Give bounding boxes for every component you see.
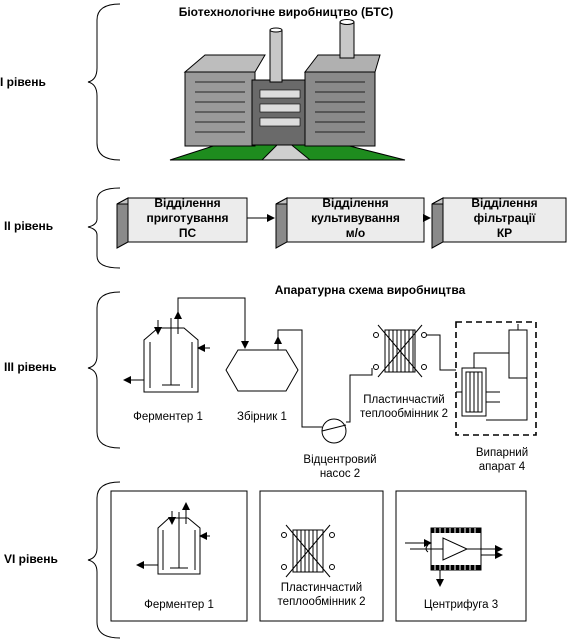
level-braces <box>87 3 121 639</box>
level4-exchanger-line2: теплообмінник 2 <box>277 596 366 608</box>
scheme-exchanger-line1: Пластинчастий <box>363 394 445 406</box>
scheme-pump-label: Відцентровий насос 2 <box>280 453 400 481</box>
scheme-fermenter-label: Ферментер 1 <box>133 411 203 423</box>
department-preparation: Відділення приготування ПС <box>128 196 247 241</box>
plate-heat-exchanger-2-symbol <box>373 324 427 378</box>
department-filtration: Відділення фільтрації КР <box>443 196 566 241</box>
department-preparation-line2: приготування <box>146 211 229 225</box>
scheme-collector-label: Збірник 1 <box>237 411 287 423</box>
scheme-evaporator-line2: апарат 4 <box>478 461 526 473</box>
brace-level-2 <box>87 187 121 269</box>
scheme-pump-line1: Відцентровий <box>303 454 377 466</box>
level4-exchanger-line1: Пластинчастий <box>280 582 363 594</box>
scheme-exchanger-label: Пластинчастий теплообмінник 2 <box>352 393 456 421</box>
department-filtration-line3: КР <box>496 226 513 240</box>
level-4-boxes <box>110 490 527 622</box>
department-cultivation-line1: Відділення <box>322 196 389 210</box>
level4-centrifuge-label: Центрифуга 3 <box>423 599 499 611</box>
evaporator-4-symbol <box>456 324 528 421</box>
department-filtration-line1: Відділення <box>471 196 538 210</box>
scheme-evaporator-line1: Випарний <box>475 447 529 459</box>
scheme-pump-line2: насос 2 <box>319 468 361 480</box>
centrifugal-pump-2-symbol <box>321 418 347 444</box>
department-cultivation-line3: м/о <box>345 226 366 240</box>
department-cultivation: Відділення культивування м/о <box>287 196 424 241</box>
factory-icon <box>169 19 406 161</box>
department-cultivation-line2: культивування <box>311 211 400 225</box>
brace-level-4 <box>87 481 121 639</box>
level-1-label: І рівень <box>0 75 46 89</box>
level4-fermenter-label: Ферментер 1 <box>144 599 214 611</box>
evaporator-4-boundary <box>455 321 537 436</box>
department-preparation-line1: Відділення <box>154 196 221 210</box>
apparatus-scheme <box>123 297 537 444</box>
level-4-fermenter-symbol <box>136 502 210 575</box>
department-preparation-line3: ПС <box>178 226 197 240</box>
scheme-evaporator-label: Випарний апарат 4 <box>452 446 552 474</box>
brace-level-1 <box>87 3 121 161</box>
scheme-exchanger-line2: теплообмінник 2 <box>360 408 448 420</box>
level-4-exchanger-symbol <box>281 524 335 578</box>
brace-level-3 <box>87 291 121 449</box>
collector-1-symbol <box>225 349 299 392</box>
level-2-label: ІІ рівень <box>4 219 54 233</box>
fermenter-1-symbol <box>123 311 210 393</box>
level4-exchanger-label: Пластинчастий теплообмінник 2 <box>260 581 383 609</box>
level-3-label: ІІІ рівень <box>4 360 57 374</box>
level-4-label: VІ рівень <box>4 552 58 566</box>
level-4-centrifuge-symbol <box>405 527 503 587</box>
department-filtration-line2: фільтрації <box>473 211 536 225</box>
scheme-title: Апаратурна схема виробництва <box>274 283 466 297</box>
page-title: Біотехнологічне виробництво (БТС) <box>178 5 394 19</box>
department-boxes <box>116 197 567 249</box>
